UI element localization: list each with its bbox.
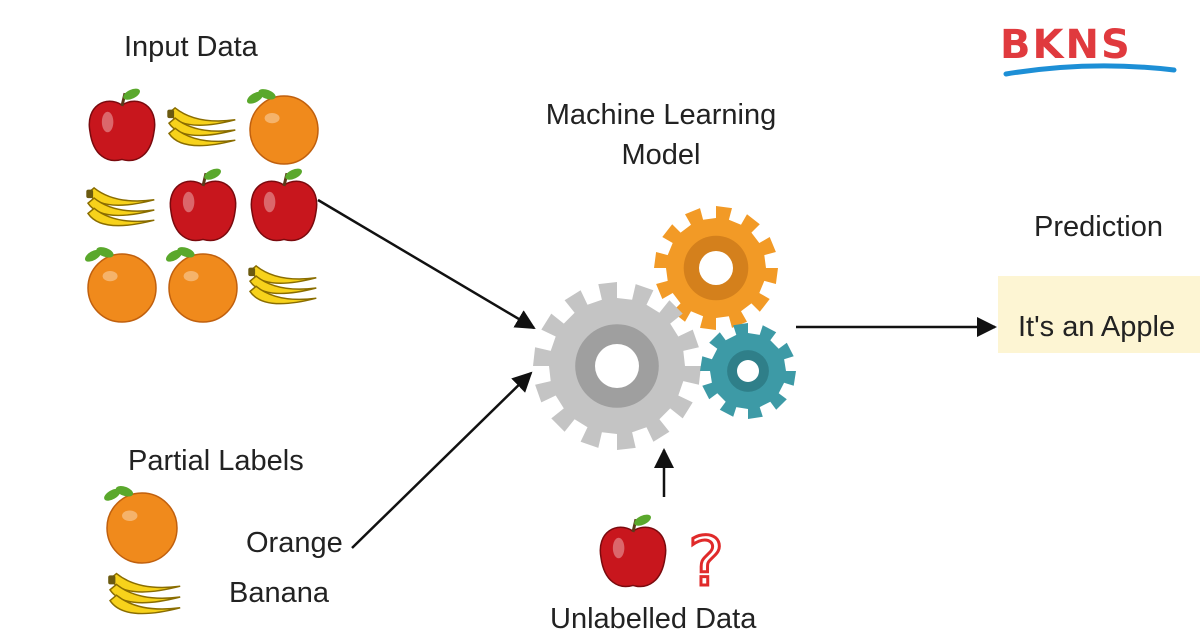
orange-icon	[246, 89, 319, 165]
input-data-fruit-grid	[84, 88, 319, 323]
apple-icon	[250, 168, 318, 242]
banana-icon	[86, 186, 155, 227]
orange-icon	[104, 486, 178, 564]
banana-icon	[248, 264, 317, 305]
orange-icon	[84, 247, 157, 323]
prediction-title: Prediction	[1034, 211, 1163, 243]
partial-label-banana: Banana	[229, 577, 329, 609]
labels-to-model-arrow	[351, 371, 533, 549]
logo-swoosh-icon	[1003, 63, 1177, 77]
partial-label-fruits	[104, 486, 181, 615]
logo-text: BKNS	[1000, 22, 1132, 68]
brand-logo: BKNS	[1000, 22, 1178, 82]
model-title-line2: Model	[621, 138, 701, 171]
question-mark-icon: ?	[688, 523, 724, 602]
unlabelled-data-title: Unlabelled Data	[550, 603, 757, 635]
unlabelled-fruits	[599, 514, 667, 588]
model-title-line1: Machine Learning	[545, 99, 777, 131]
banana-icon	[167, 106, 236, 147]
partial-label-orange: Orange	[246, 527, 343, 559]
gear-icon	[533, 282, 701, 450]
gear-icon	[700, 323, 796, 419]
banana-icon	[108, 572, 181, 615]
orange-icon	[165, 247, 238, 323]
apple-icon	[599, 514, 667, 588]
gear-icon	[654, 206, 778, 330]
model-gears	[533, 206, 796, 450]
prediction-result-text: It's an Apple	[1018, 312, 1176, 343]
partial-labels-title: Partial Labels	[128, 445, 304, 477]
prediction-result-box	[998, 276, 1200, 353]
apple-icon	[88, 88, 156, 162]
model-title: Machine Learning Model	[520, 99, 802, 172]
input-data-title: Input Data	[124, 31, 258, 63]
apple-icon	[169, 168, 237, 242]
input-to-model-arrow	[317, 198, 536, 330]
